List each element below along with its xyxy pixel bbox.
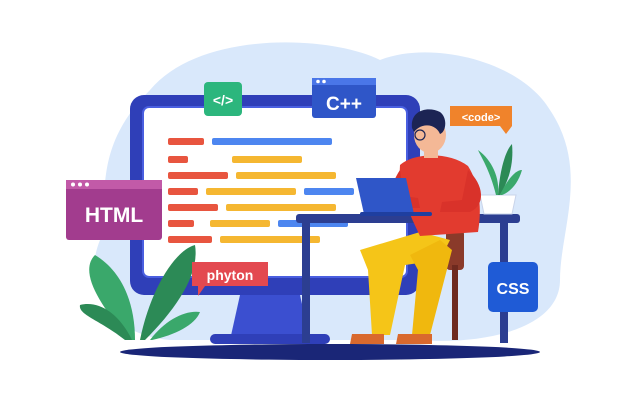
floor-shadow	[120, 344, 540, 360]
html-badge: HTML	[66, 180, 162, 240]
left-shoe	[350, 334, 384, 344]
phyton-badge-label: phyton	[207, 267, 254, 283]
html-badge-label: HTML	[85, 204, 143, 227]
right-shoe	[396, 334, 432, 344]
css-badge-label: CSS	[497, 281, 530, 298]
cpp-badge-label: C++	[326, 94, 362, 115]
cpp-badge: C++	[312, 78, 376, 118]
left-plant	[79, 245, 200, 340]
hair	[411, 109, 446, 134]
css-badge: CSS	[488, 262, 538, 312]
code-badge-label: <code>	[462, 112, 501, 124]
chair	[446, 230, 464, 340]
phyton-badge: phyton	[192, 262, 268, 296]
code-badge: <code>	[450, 106, 512, 134]
laptop	[356, 178, 432, 216]
tag-badge: </>	[204, 82, 242, 116]
tag-badge-label: </>	[213, 92, 233, 108]
code-lines	[168, 138, 354, 243]
desk-plant	[478, 144, 522, 215]
